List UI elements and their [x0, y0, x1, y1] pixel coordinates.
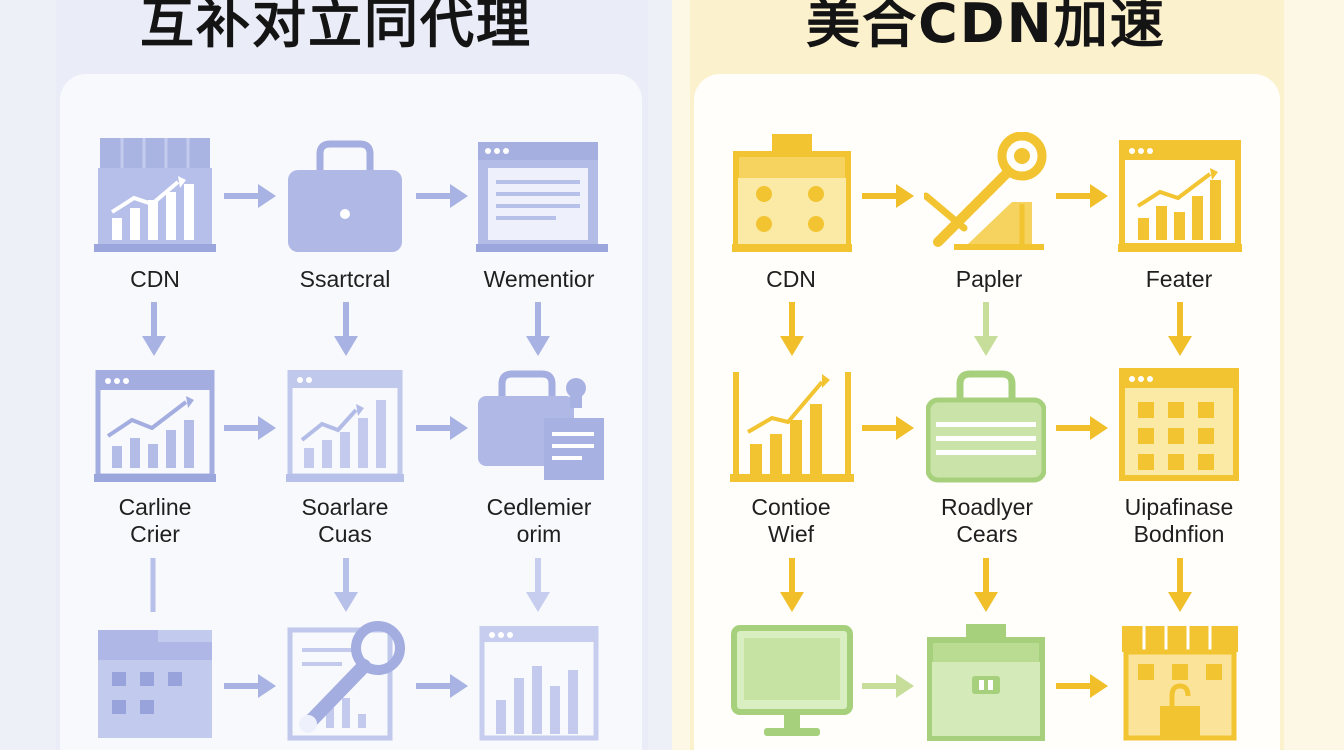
- chart-window-icon: [286, 370, 404, 482]
- arrow-right-icon: [1056, 674, 1108, 698]
- chart-window-icon: [94, 370, 216, 482]
- bar-chart-window-icon: [479, 626, 599, 741]
- store-dots-icon: [732, 134, 852, 252]
- arrow-right-icon: [862, 674, 914, 698]
- arrow-right-icon: [1056, 184, 1108, 208]
- left-title: 互补对立同代理: [140, 0, 532, 55]
- arrow-down-icon: [334, 558, 358, 612]
- arrow-right-icon: [224, 674, 276, 698]
- arrow-down-icon: [974, 302, 998, 356]
- arrow-down-icon: [526, 302, 550, 356]
- storefront-icon: [1122, 626, 1238, 741]
- arrow-down-icon: [334, 302, 358, 356]
- briefcase-icon: [288, 140, 402, 252]
- node-label: Carline Crier: [118, 494, 192, 547]
- arrow-down-icon: [526, 558, 550, 612]
- arrow-right-icon: [224, 416, 276, 440]
- arrow-down-icon: [1168, 302, 1192, 356]
- node-label: Feater: [1145, 266, 1213, 292]
- node-label: CDN: [766, 266, 816, 292]
- node-label: Contioe Wief: [751, 494, 831, 547]
- arrow-right-icon: [862, 184, 914, 208]
- arrow-right-icon: [416, 416, 468, 440]
- arrow-down-icon: [1168, 558, 1192, 612]
- calendar-grid-icon: [1119, 368, 1239, 481]
- arrow-down-icon: [142, 302, 166, 356]
- node-label: Uipafinase Bodnfion: [1124, 494, 1234, 547]
- bar-chart-icon: [730, 372, 854, 482]
- connector-line: [150, 558, 156, 612]
- briefcase-icon: [926, 370, 1046, 483]
- browser-document-icon: [476, 142, 608, 252]
- document-wrench-icon: [287, 621, 405, 741]
- node-label: Wementior: [483, 266, 595, 292]
- store-chart-icon: [94, 138, 216, 252]
- wrench-icon: [924, 132, 1047, 250]
- box-icon: [927, 624, 1045, 741]
- calendar-grid-icon: [98, 630, 212, 738]
- arrow-down-icon: [974, 558, 998, 612]
- arrow-down-icon: [780, 302, 804, 356]
- arrow-right-icon: [1056, 416, 1108, 440]
- right-title: 美合CDN加速: [806, 0, 1166, 55]
- node-label: Ssartcral: [299, 266, 391, 292]
- node-label: CDN: [130, 266, 180, 292]
- node-label: Cedlemier orim: [486, 494, 592, 547]
- arrow-right-icon: [416, 184, 468, 208]
- arrow-right-icon: [862, 416, 914, 440]
- node-label: Papler: [955, 266, 1023, 292]
- chart-window-icon: [1118, 140, 1242, 252]
- arrow-down-icon: [780, 558, 804, 612]
- node-label: Roadlyer Cears: [940, 494, 1034, 547]
- monitor-icon: [731, 625, 853, 736]
- arrow-right-icon: [224, 184, 276, 208]
- arrow-right-icon: [416, 674, 468, 698]
- node-label: Soarlare Cuas: [301, 494, 389, 547]
- briefcase-document-icon: [478, 370, 604, 480]
